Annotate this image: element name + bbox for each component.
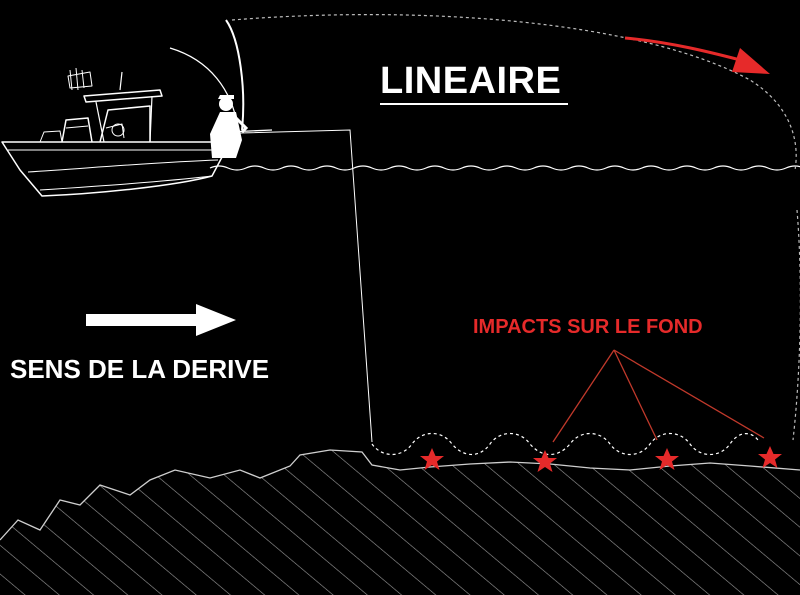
cast-direction-arrow-icon xyxy=(624,36,770,74)
star-icon xyxy=(420,448,444,470)
title-underline xyxy=(380,103,568,105)
bottom-impacts-label: IMPACTS SUR LE FOND xyxy=(473,316,703,338)
star-icon xyxy=(655,448,679,470)
angler-icon xyxy=(169,19,273,158)
drift-direction-label: SENS DE LA DERIVE xyxy=(10,354,270,384)
seabed xyxy=(0,449,800,595)
trajectory-right-dashed xyxy=(792,209,800,441)
drift-direction-arrow-icon xyxy=(86,304,236,336)
impact-stars xyxy=(420,446,782,472)
impact-pointer-lines xyxy=(552,349,765,443)
fishing-line xyxy=(239,129,373,443)
lure-bottom-path xyxy=(371,432,759,456)
water-surface xyxy=(209,165,800,171)
star-icon xyxy=(533,450,557,472)
cast-trajectory xyxy=(231,14,797,171)
diagram-title: LINEAIRE xyxy=(380,60,562,102)
center-console-boat-icon xyxy=(1,67,231,197)
star-icon xyxy=(758,446,782,468)
